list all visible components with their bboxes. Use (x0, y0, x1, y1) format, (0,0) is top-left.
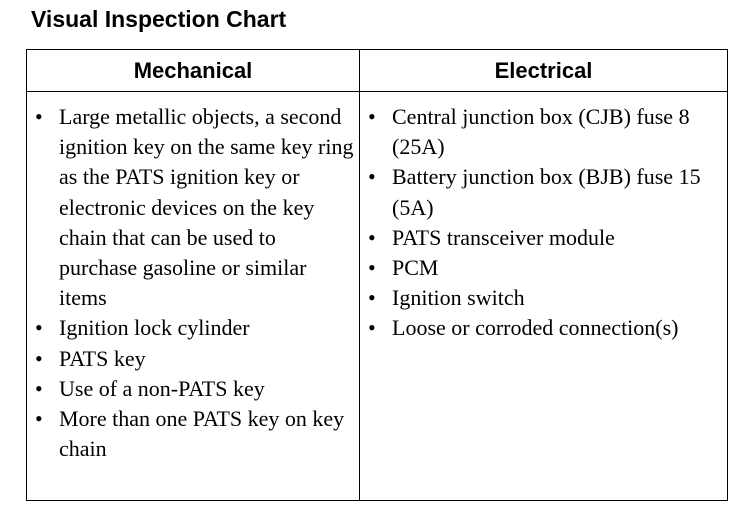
bullet-icon: • (368, 104, 376, 129)
list-item: • Central junction box (CJB) fuse 8 (25A… (368, 102, 723, 162)
list-item: • Loose or corroded connection(s) (368, 313, 723, 343)
list-item-text: PATS transceiver module (392, 224, 615, 250)
electrical-cell: • Central junction box (CJB) fuse 8 (25A… (359, 91, 728, 501)
mechanical-cell: • Large metallic objects, a second ignit… (26, 91, 360, 501)
list-item-text: Loose or corroded connection(s) (392, 315, 679, 341)
list-item: • Ignition lock cylinder (35, 313, 355, 343)
list-item-text: Central junction box (CJB) fuse 8 (25A) (392, 104, 690, 160)
bullet-icon: • (35, 375, 43, 401)
list-item-text: PATS key (59, 345, 146, 371)
bullet-icon: • (368, 164, 376, 190)
list-item-text: More than one PATS key on key chain (59, 406, 345, 462)
list-item-text: Ignition switch (392, 285, 525, 311)
list-item: • PATS transceiver module (368, 223, 723, 253)
list-item: • Ignition switch (368, 283, 723, 313)
electrical-list: • Central junction box (CJB) fuse 8 (25A… (360, 92, 727, 350)
list-item-text: Use of a non-PATS key (59, 375, 265, 401)
bullet-icon: • (35, 104, 43, 129)
list-item-text: PCM (392, 255, 439, 281)
list-item: • PCM (368, 253, 723, 283)
list-item: • Use of a non-PATS key (35, 374, 355, 404)
list-item-text: Large metallic objects, a second ignitio… (59, 104, 354, 311)
bullet-icon: • (368, 315, 376, 341)
list-item-text: Battery junction box (BJB) fuse 15 (5A) (392, 164, 701, 220)
column-header-mechanical: Mechanical (26, 49, 360, 92)
list-item: • PATS key (35, 344, 355, 374)
list-item-text: Ignition lock cylinder (59, 315, 250, 341)
header-row: Mechanical Electrical (26, 49, 728, 92)
chart-title: Visual Inspection Chart (31, 6, 287, 32)
inspection-table: Mechanical Electrical • Large metallic o… (26, 49, 728, 501)
bullet-icon: • (368, 255, 376, 281)
list-item: • More than one PATS key on key chain (35, 404, 355, 464)
column-header-electrical: Electrical (359, 49, 728, 92)
bullet-icon: • (35, 345, 43, 371)
list-item: • Large metallic objects, a second ignit… (35, 102, 355, 313)
mechanical-list: • Large metallic objects, a second ignit… (27, 92, 359, 470)
bullet-icon: • (368, 285, 376, 311)
bullet-icon: • (368, 224, 376, 250)
bullet-icon: • (35, 406, 43, 432)
content-row: • Large metallic objects, a second ignit… (26, 91, 728, 501)
bullet-icon: • (35, 315, 43, 341)
list-item: • Battery junction box (BJB) fuse 15 (5A… (368, 162, 723, 222)
